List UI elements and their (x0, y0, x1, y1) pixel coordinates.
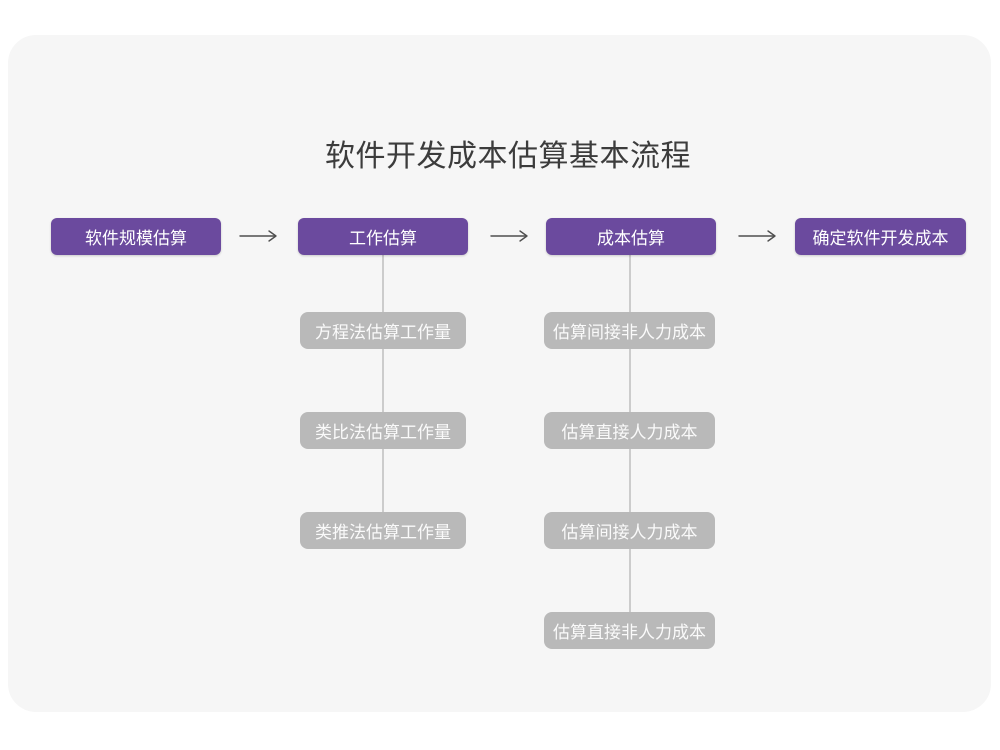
diagram-canvas: 软件开发成本估算基本流程 软件规模估算 工作估算 成本估算 确定软件开发成本 方 (8, 35, 991, 712)
work-method-analogy: 类比法估算工作量 (300, 412, 466, 449)
sub-box-label: 估算间接人力成本 (561, 523, 698, 542)
diagram-title: 软件开发成本估算基本流程 (325, 140, 691, 173)
work-method-extrapolation: 类推法估算工作量 (300, 512, 466, 549)
step-label: 确定软件开发成本 (812, 229, 949, 248)
connector-line-work-column (382, 254, 384, 512)
sub-box-label: 类推法估算工作量 (315, 523, 451, 542)
sub-box-label: 估算直接人力成本 (561, 423, 698, 442)
cost-item-indirect-labor: 估算间接人力成本 (544, 512, 715, 549)
step-software-scale-estimation: 软件规模估算 (51, 218, 221, 255)
cost-item-direct-nonlabor: 估算直接非人力成本 (544, 612, 715, 649)
sub-box-label: 类比法估算工作量 (315, 423, 451, 442)
arrow-right-icon (738, 230, 776, 242)
sub-box-label: 方程法估算工作量 (315, 323, 451, 342)
sub-box-label: 估算间接非人力成本 (553, 323, 706, 342)
step-label: 工作估算 (349, 229, 417, 248)
arrow-right-icon (490, 230, 528, 242)
sub-box-label: 估算直接非人力成本 (553, 623, 706, 642)
work-method-equation: 方程法估算工作量 (300, 312, 466, 349)
arrow-right-icon (239, 230, 277, 242)
step-cost-estimation: 成本估算 (546, 218, 716, 255)
cost-item-indirect-nonlabor: 估算间接非人力成本 (544, 312, 715, 349)
step-label: 成本估算 (597, 229, 665, 248)
step-work-estimation: 工作估算 (298, 218, 468, 255)
cost-item-direct-labor: 估算直接人力成本 (544, 412, 715, 449)
step-label: 软件规模估算 (85, 229, 187, 248)
step-determine-development-cost: 确定软件开发成本 (795, 218, 966, 255)
